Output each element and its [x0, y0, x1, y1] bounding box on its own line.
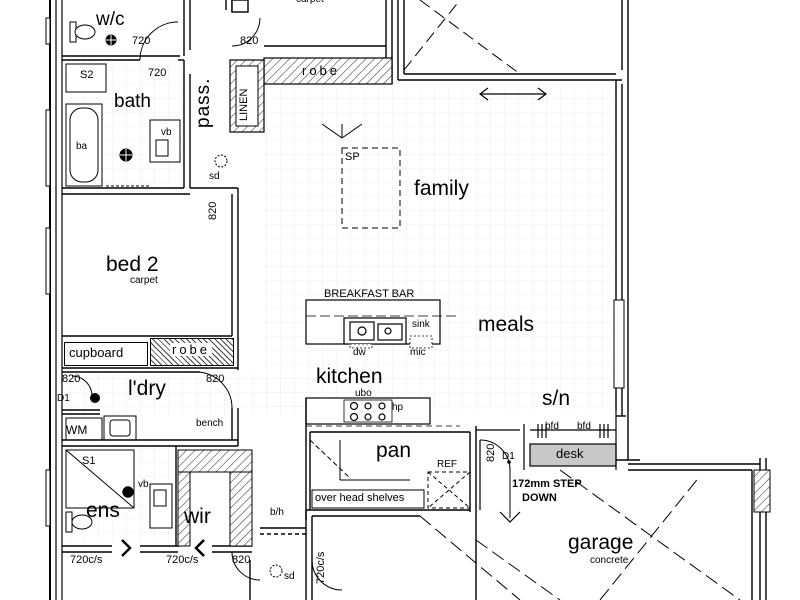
label-sd-bottom: sd [284, 571, 295, 582]
label-ubo: ubo [355, 388, 372, 399]
wir-hanging-right [229, 471, 253, 547]
east-wall [613, 70, 771, 600]
label-linen: LINEN [238, 88, 250, 121]
label-d1-ldry: D1 [57, 393, 70, 404]
label-sp: SP [345, 151, 360, 163]
top-room-floor: carpet [296, 0, 324, 5]
room-label-bed2: bed 2 [106, 253, 159, 276]
label-bfd-right: bfd [577, 421, 591, 432]
note-step-line1: 172mm STEP [512, 478, 582, 490]
kitchen-bench [305, 397, 460, 427]
room-label-ldry: l'dry [128, 377, 166, 400]
bath-fixtures [65, 63, 181, 187]
label-dw: dw [353, 347, 366, 358]
cupboard-box [64, 342, 148, 366]
bed2-floor: carpet [130, 275, 158, 286]
dim-wc-door: 720 [132, 35, 151, 47]
garage-floor: concrete [590, 555, 629, 566]
ensuite-walls [62, 446, 261, 581]
label-bh: b/h [270, 507, 284, 518]
dim-linen-door: 820 [240, 35, 259, 47]
garage-entry [475, 429, 741, 600]
smoke-detector-top [214, 154, 228, 168]
robe-top [263, 57, 393, 85]
label-wm: WM [66, 423, 88, 437]
west-wing-walls [62, 0, 239, 373]
note-step-line2: DOWN [522, 492, 557, 504]
breakfast-bar [305, 299, 460, 349]
room-label-kitchen: kitchen [316, 365, 383, 388]
cavity-slider-chevrons [121, 539, 205, 557]
pantry-walls [305, 398, 477, 600]
label-cupboard: cupboard [69, 345, 124, 360]
room-label-wc: w/c [96, 9, 125, 30]
dim-bed2-door: 820 [207, 201, 219, 220]
dim-bath-door: 720 [148, 67, 167, 79]
room-label-sn: s/n [542, 387, 571, 410]
left-exterior-wall [45, 0, 63, 600]
dim-ens-cs: 720c/s [70, 554, 103, 566]
room-label-desk: desk [556, 446, 584, 461]
label-bench: bench [196, 418, 224, 429]
label-sd-top: sd [209, 171, 220, 182]
dim-bottom-door: 820 [232, 554, 251, 566]
laundry-walls [62, 371, 239, 447]
study-nook [523, 410, 617, 470]
label-robe-top: robe [302, 63, 341, 78]
room-label-meals: meals [478, 313, 535, 336]
label-s2: S2 [80, 69, 94, 81]
wir-hanging-left [177, 471, 191, 547]
label-ba: ba [76, 141, 88, 152]
tile-grid-family [264, 88, 616, 410]
smoke-detector-bottom [269, 564, 283, 578]
room-label-ens: ens [86, 499, 120, 522]
label-vb-bath: vb [161, 127, 172, 138]
d1-marker-garage [507, 460, 511, 464]
label-s1: S1 [82, 455, 96, 467]
label-sink: sink [412, 319, 430, 330]
dim-garage-door: 820 [485, 443, 497, 462]
bottom-hall [249, 510, 521, 600]
dim-hall-cs: 720c/s [315, 551, 327, 584]
skylight-marker [321, 123, 401, 229]
sliding-door-arrows [479, 87, 547, 101]
label-hp: hp [392, 402, 404, 413]
label-breakfast-bar: BREAKFAST BAR [324, 288, 415, 300]
wc-fixtures [69, 21, 179, 61]
room-label-family: family [414, 177, 469, 200]
label-robe-bed2: robe [170, 342, 213, 357]
label-mic: mic [410, 347, 426, 358]
label-ref: REF [437, 459, 457, 470]
top-right-room [397, 0, 629, 81]
dim-wir-cs: 720c/s [166, 554, 199, 566]
label-overhead-shelves: over head shelves [315, 492, 405, 504]
d1-marker-ldry [90, 393, 100, 403]
label-vb-ens: vb [138, 479, 149, 490]
room-label-pan: pan [376, 439, 412, 462]
room-label-pass: pass. [193, 77, 214, 128]
label-bfd-left: bfd [545, 421, 559, 432]
room-label-garage: garage [568, 531, 634, 554]
label-d1-garage: D1 [502, 451, 515, 462]
dim-ldry-right: 820 [206, 373, 225, 385]
tile-grid-hall [66, 372, 306, 416]
dim-ldry-left: 820 [62, 373, 81, 385]
room-label-bath: bath [114, 91, 151, 112]
wir-hanging-top [177, 449, 253, 473]
room-label-wir: wir [184, 505, 211, 528]
